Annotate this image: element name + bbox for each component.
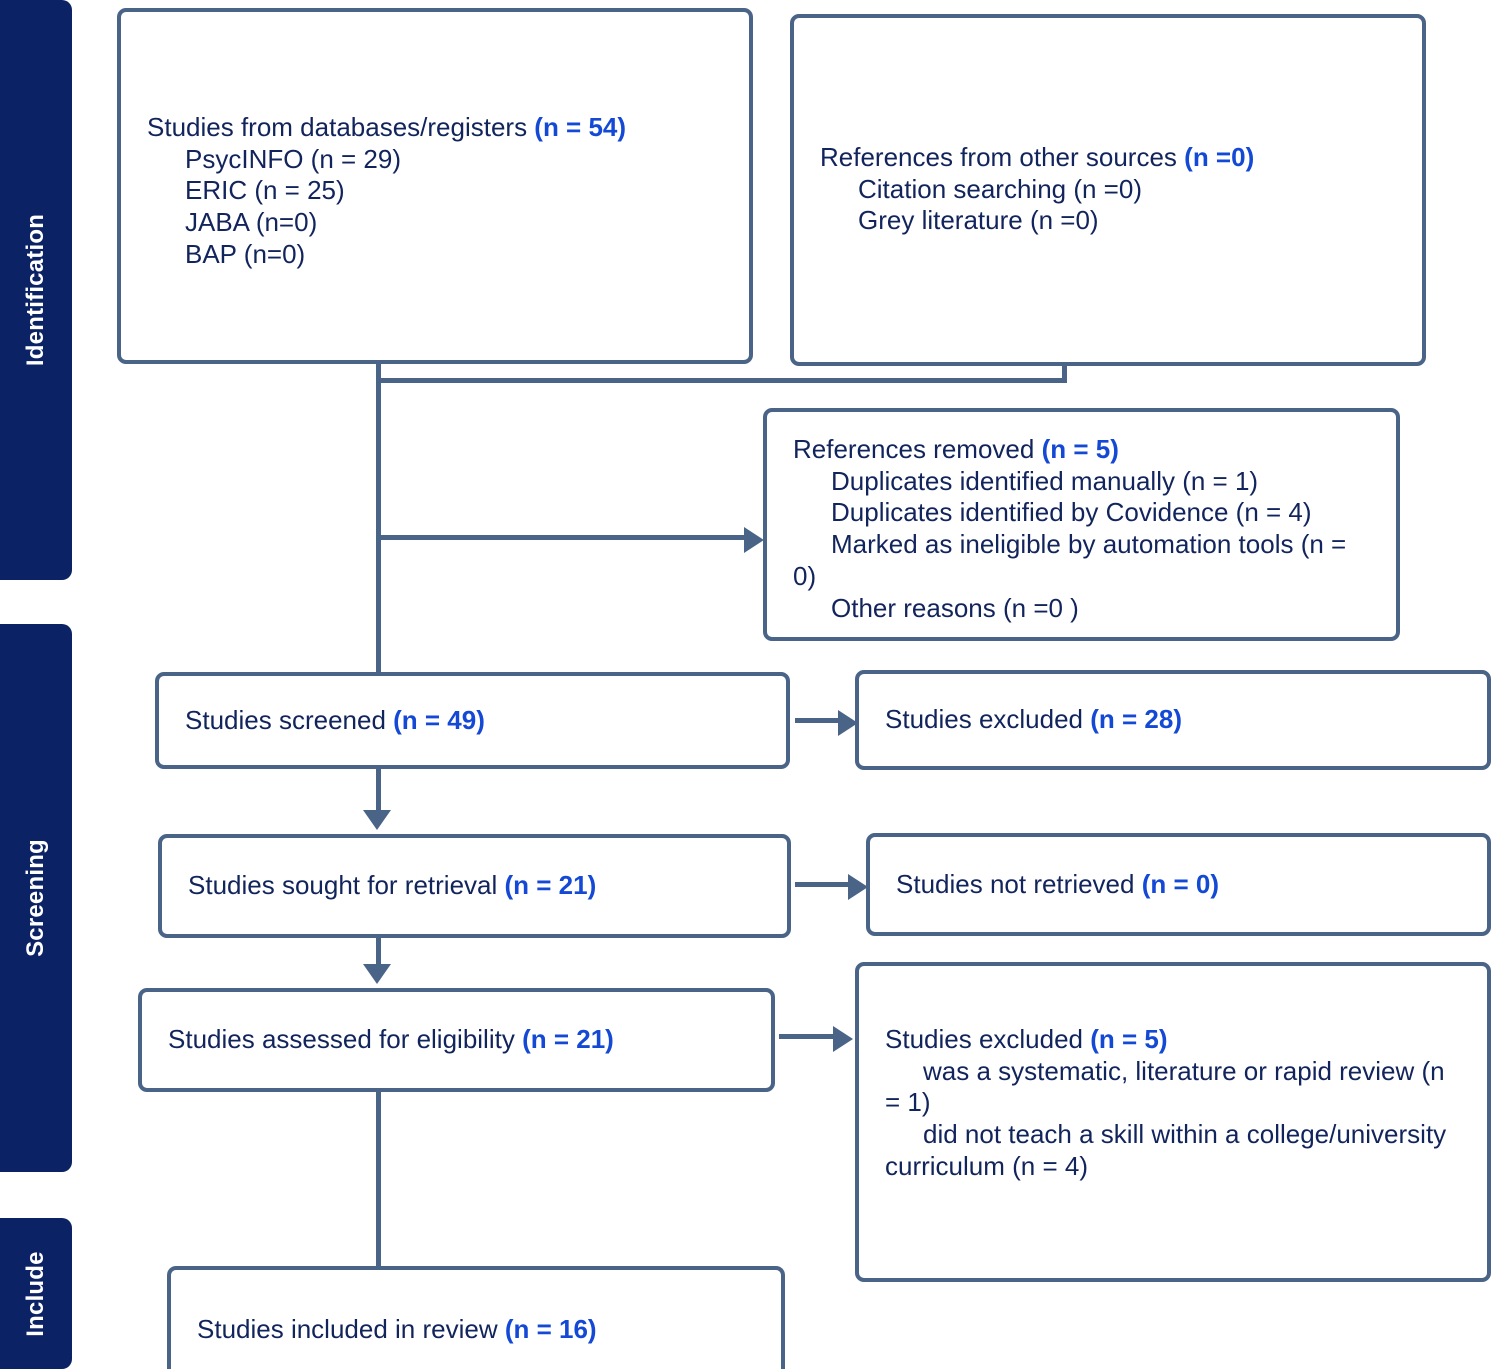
- box-assessed-heading: Studies assessed for eligibility: [168, 1024, 523, 1055]
- box-references-removed: References removed (n = 5) Duplicates id…: [763, 408, 1400, 641]
- box-studies-excluded-28: Studies excluded (n = 28): [855, 670, 1491, 770]
- box-excluded-28-text: Studies excluded (n = 28): [885, 704, 1473, 736]
- box-studies-not-retrieved: Studies not retrieved (n = 0): [866, 833, 1491, 936]
- box-refs-removed-text: References removed (n = 5) Duplicates id…: [793, 434, 1382, 624]
- box-excluded-5-line-1: = 1): [885, 1087, 931, 1118]
- phase-label-include: Include: [22, 1250, 49, 1337]
- phase-label-screening: Screening: [22, 839, 49, 957]
- box-not-retrieved-count: (n = 0): [1141, 868, 1219, 899]
- box-studies-included-in-review: Studies included in review (n = 16): [167, 1266, 785, 1369]
- box-excluded-5-count: (n = 5): [1090, 1024, 1168, 1054]
- box-refs-removed-line-1: Duplicates identified by Covidence (n = …: [831, 497, 1312, 528]
- box-excluded-5-text: Studies excluded (n = 5) was a systemati…: [885, 1024, 1473, 1183]
- arrowhead-to-assessed: [363, 964, 391, 984]
- connector-to-refs-removed: [381, 535, 746, 540]
- connector-top-junction: [376, 378, 1067, 383]
- box-studies-excluded-5: Studies excluded (n = 5) was a systemati…: [855, 962, 1491, 1282]
- box-databases-line-3: BAP (n=0): [185, 238, 306, 269]
- box-other-sources-line-0: Citation searching (n =0): [858, 173, 1142, 204]
- box-refs-removed-line-3: 0): [793, 560, 817, 591]
- connector-databases-down: [376, 364, 381, 694]
- box-included-text: Studies included in review (n = 16): [197, 1314, 767, 1346]
- box-studies-from-databases: Studies from databases/registers (n = 54…: [117, 8, 753, 364]
- arrowhead-to-notretrieved: [848, 874, 868, 900]
- connector-assessed-to-included: [376, 1092, 381, 1272]
- box-refs-removed-heading: References removed: [793, 434, 1042, 464]
- box-included-heading: Studies included in review: [197, 1314, 505, 1344]
- box-refs-removed-line-2: Marked as ineligible by automation tools…: [831, 529, 1347, 560]
- box-excluded-5-line-2: did not teach a skill within a college/u…: [923, 1119, 1447, 1150]
- box-studies-screened: Studies screened (n = 49): [155, 672, 790, 769]
- box-sought-heading: Studies sought for retrieval: [188, 870, 505, 901]
- box-excluded-28-heading: Studies excluded: [885, 704, 1091, 735]
- box-assessed-text: Studies assessed for eligibility (n = 21…: [168, 1024, 757, 1056]
- box-studies-assessed-for-eligibility: Studies assessed for eligibility (n = 21…: [138, 988, 775, 1092]
- box-excluded-28-count: (n = 28): [1090, 704, 1182, 735]
- box-studies-sought-for-retrieval: Studies sought for retrieval (n = 21): [158, 834, 791, 938]
- box-other-sources-count: (n =0): [1184, 142, 1255, 172]
- box-refs-removed-line-0: Duplicates identified manually (n = 1): [831, 465, 1259, 496]
- box-refs-removed-count: (n = 5): [1041, 434, 1119, 464]
- connector-sought-to-notretrieved: [795, 882, 850, 887]
- arrowhead-to-sought: [363, 810, 391, 830]
- box-excluded-5-heading: Studies excluded: [885, 1024, 1091, 1054]
- box-sought-text: Studies sought for retrieval (n = 21): [188, 870, 773, 902]
- connector-sought-to-assessed: [376, 938, 381, 968]
- box-included-count: (n = 16): [504, 1314, 597, 1344]
- connector-assessed-to-excluded5: [779, 1034, 835, 1039]
- phase-bar-identification: Identification: [0, 0, 72, 580]
- box-other-sources-line-1: Grey literature (n =0): [858, 205, 1099, 236]
- box-screened-text: Studies screened (n = 49): [185, 705, 772, 737]
- box-excluded-5-line-0: was a systematic, literature or rapid re…: [923, 1055, 1445, 1086]
- box-not-retrieved-text: Studies not retrieved (n = 0): [896, 869, 1473, 901]
- box-other-sources-heading: References from other sources: [820, 142, 1185, 172]
- box-references-other-sources: References from other sources (n =0) Cit…: [790, 14, 1426, 366]
- box-databases-line-1: ERIC (n = 25): [185, 175, 345, 206]
- box-refs-removed-line-4: Other reasons (n =0 ): [831, 592, 1079, 623]
- box-databases-count: (n = 54): [534, 112, 627, 142]
- box-databases-line-0: PsycINFO (n = 29): [185, 143, 401, 174]
- box-not-retrieved-heading: Studies not retrieved: [896, 868, 1142, 899]
- connector-screened-to-excluded28: [795, 718, 840, 723]
- connector-other-sources-down: [1062, 366, 1067, 382]
- box-excluded-5-line-3: curriculum (n = 4): [885, 1150, 1088, 1181]
- arrowhead-to-refs-removed: [744, 527, 764, 553]
- arrowhead-to-excluded5: [833, 1026, 853, 1052]
- box-assessed-count: (n = 21): [522, 1024, 614, 1055]
- arrowhead-to-excluded28: [838, 710, 858, 736]
- box-databases-line-2: JABA (n=0): [185, 207, 318, 238]
- box-sought-count: (n = 21): [504, 870, 597, 901]
- phase-label-identification: Identification: [22, 213, 49, 367]
- connector-screened-to-sought: [376, 769, 381, 813]
- phase-bar-screening: Screening: [0, 624, 72, 1172]
- box-screened-count: (n = 49): [393, 704, 485, 735]
- box-other-sources-text: References from other sources (n =0) Cit…: [820, 142, 1408, 237]
- box-databases-heading: Studies from databases/registers: [147, 112, 535, 142]
- phase-bar-include: Include: [0, 1218, 72, 1369]
- box-databases-text: Studies from databases/registers (n = 54…: [147, 112, 735, 271]
- box-screened-heading: Studies screened: [185, 704, 394, 735]
